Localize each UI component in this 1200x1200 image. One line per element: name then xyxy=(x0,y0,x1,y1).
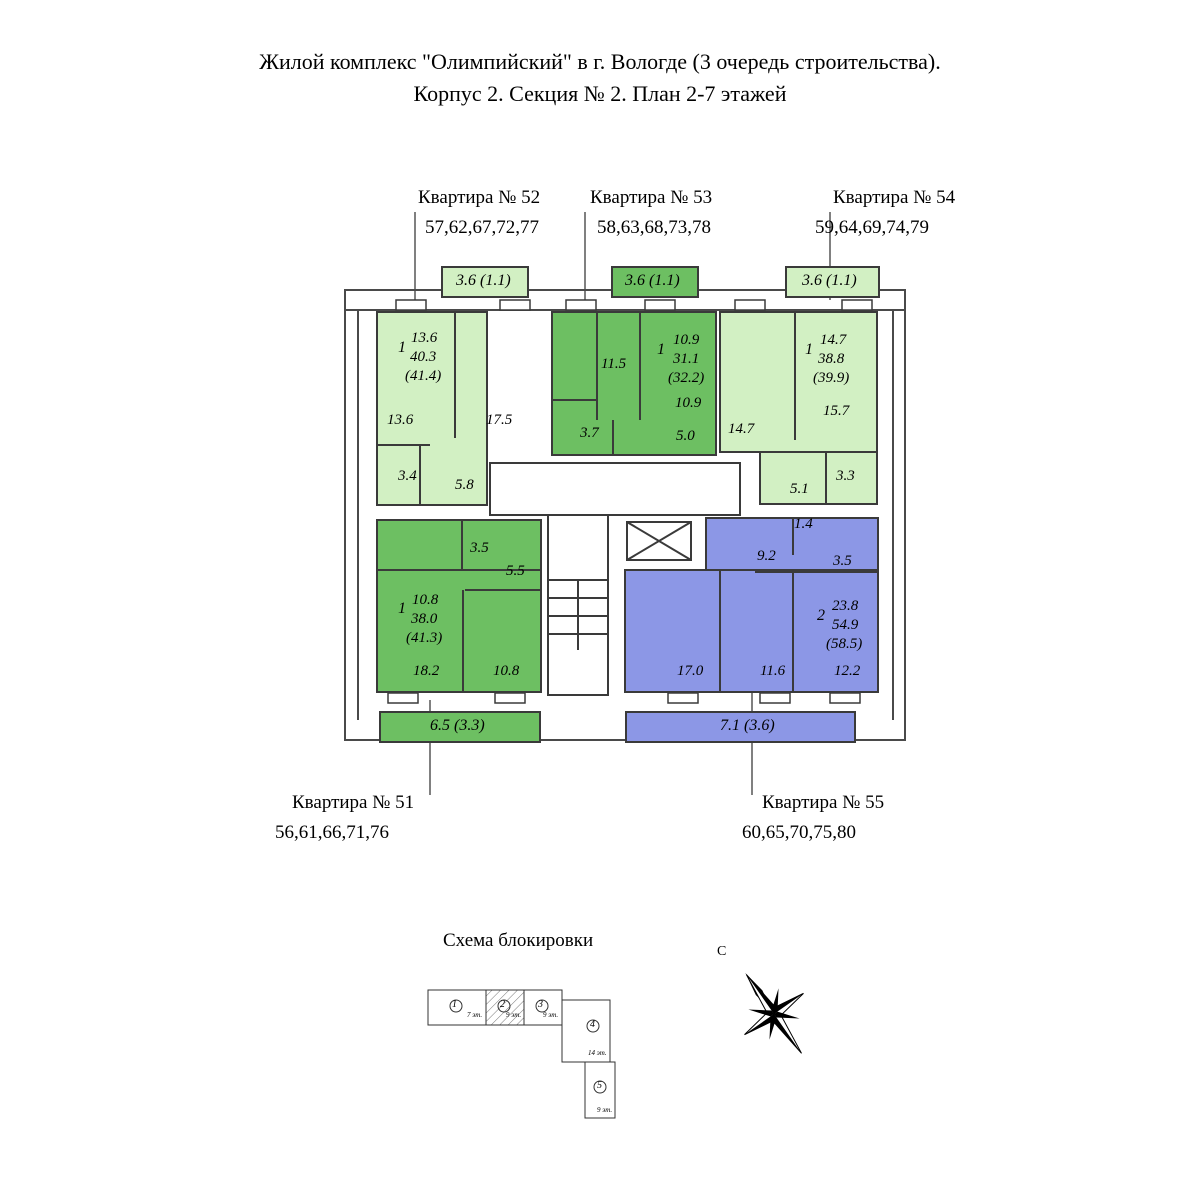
apt-54-living: 14.7 xyxy=(820,332,847,348)
apt-52-room-1: 13.6 xyxy=(387,412,414,428)
apt-54-label: Квартира № 54 xyxy=(833,187,956,208)
apt-51-room-2: 5.5 xyxy=(506,563,525,579)
apt-53-balcony: 3.6 (1.1) xyxy=(625,272,680,289)
apt-54-area xyxy=(719,311,878,453)
block-2-num: 2 xyxy=(500,999,505,1010)
apt-55-room-5: 11.6 xyxy=(760,663,786,679)
apt-52-label: Квартира № 52 xyxy=(418,187,541,208)
apt-54-total: 38.8 xyxy=(818,351,845,367)
apt-53-room-4: 5.0 xyxy=(676,428,695,444)
block-3-floors: 9 эт. xyxy=(543,1011,559,1019)
apt-51-room-4: 10.8 xyxy=(493,663,520,679)
apt-51-rooms-count: 1 xyxy=(398,600,406,617)
apt-51-room-3: 18.2 xyxy=(413,663,440,679)
compass-rose-icon xyxy=(744,973,804,1054)
compass-north-label: С xyxy=(717,944,727,959)
partitions xyxy=(377,312,878,692)
block-scheme xyxy=(427,989,616,1119)
block-2-floors: 9 эт. xyxy=(506,1011,522,1019)
apt-52-area xyxy=(376,311,488,506)
apt-55-room-2: 9.2 xyxy=(757,548,776,564)
apt-55-room-1: 1.4 xyxy=(794,516,813,532)
apt-54-area-lower xyxy=(759,451,878,505)
block-4-floors: 14 эт. xyxy=(588,1049,607,1057)
core xyxy=(489,462,741,696)
apt-53-room-1: 11.5 xyxy=(601,356,627,372)
apt-53-area xyxy=(551,311,717,456)
apt-54-room-4: 3.3 xyxy=(836,468,855,484)
apt-54-room-1: 14.7 xyxy=(728,421,755,437)
apartment-fills xyxy=(376,311,879,693)
apt-51-balcony: 6.5 (3.3) xyxy=(430,717,485,734)
apt-55-living: 23.8 xyxy=(832,598,859,614)
balconies xyxy=(379,266,880,743)
windows xyxy=(387,299,873,704)
apt-55-balcony: 7.1 (3.6) xyxy=(720,717,775,734)
apt-54-room-3: 5.1 xyxy=(790,481,809,497)
apt-51-room-1: 3.5 xyxy=(470,540,489,556)
apt-55-numbers: 60,65,70,75,80 xyxy=(742,822,856,843)
apt-51-label: Квартира № 51 xyxy=(292,792,415,813)
block-scheme-title: Схема блокировки xyxy=(443,930,594,951)
apt-51-total: 38.0 xyxy=(411,611,438,627)
apt-52-living: 13.6 xyxy=(411,330,438,346)
apt-51-numbers: 56,61,66,71,76 xyxy=(275,822,389,843)
apt-55-room-4: 17.0 xyxy=(677,663,704,679)
block-4-num: 4 xyxy=(590,1019,595,1030)
apt-54-rooms-count: 1 xyxy=(805,341,813,358)
apt-55-rooms-count: 2 xyxy=(817,607,825,624)
apt-55-total: 54.9 xyxy=(832,617,859,633)
apt-52-room-2: 17.5 xyxy=(486,412,513,428)
apt-52-rooms-count: 1 xyxy=(398,339,406,356)
page-subtitle: Корпус 2. Секция № 2. План 2-7 этажей xyxy=(413,81,787,106)
apt-54-balcony: 3.6 (1.1) xyxy=(802,272,857,289)
block-5-floors: 9 эт. xyxy=(597,1106,613,1114)
apt-53-rooms-count: 1 xyxy=(657,341,665,358)
apt-51-total-balcony: (41.3) xyxy=(406,630,443,646)
apt-53-room-2: 10.9 xyxy=(675,395,702,411)
block-3-num: 3 xyxy=(538,999,543,1010)
apt-55-room-3: 3.5 xyxy=(833,553,852,569)
page-title: Жилой комплекс "Олимпийский" в г. Вологд… xyxy=(259,49,941,74)
block-1-num: 1 xyxy=(452,999,457,1010)
apt-53-total: 31.1 xyxy=(673,351,700,367)
block-1-floors: 7 эт. xyxy=(467,1011,483,1019)
apt-54-total-balcony: (39.9) xyxy=(813,370,850,386)
apt-55-room-6: 12.2 xyxy=(834,663,861,679)
block-5-num: 5 xyxy=(597,1080,602,1091)
apt-51-area xyxy=(376,519,542,693)
apt-51-living: 10.8 xyxy=(412,592,439,608)
apt-52-numbers: 57,62,67,72,77 xyxy=(425,217,539,238)
apt-52-balcony: 3.6 (1.1) xyxy=(456,272,511,289)
apt-52-total: 40.3 xyxy=(410,349,437,365)
apt-55-label: Квартира № 55 xyxy=(762,792,885,813)
apt-54-room-2: 15.7 xyxy=(823,403,850,419)
apt-52-room-4: 5.8 xyxy=(455,477,474,493)
apt-52-total-balcony: (41.4) xyxy=(405,368,442,384)
apt-55-total-balcony: (58.5) xyxy=(826,636,863,652)
apt-54-numbers: 59,64,69,74,79 xyxy=(815,217,929,238)
apt-52-room-3: 3.4 xyxy=(398,468,417,484)
apt-53-total-balcony: (32.2) xyxy=(668,370,705,386)
apt-55-area-lower xyxy=(624,569,879,693)
apt-53-numbers: 58,63,68,73,78 xyxy=(597,217,711,238)
apt-53-living: 10.9 xyxy=(673,332,700,348)
apt-53-room-3: 3.7 xyxy=(580,425,599,441)
apt-53-label: Квартира № 53 xyxy=(590,187,713,208)
